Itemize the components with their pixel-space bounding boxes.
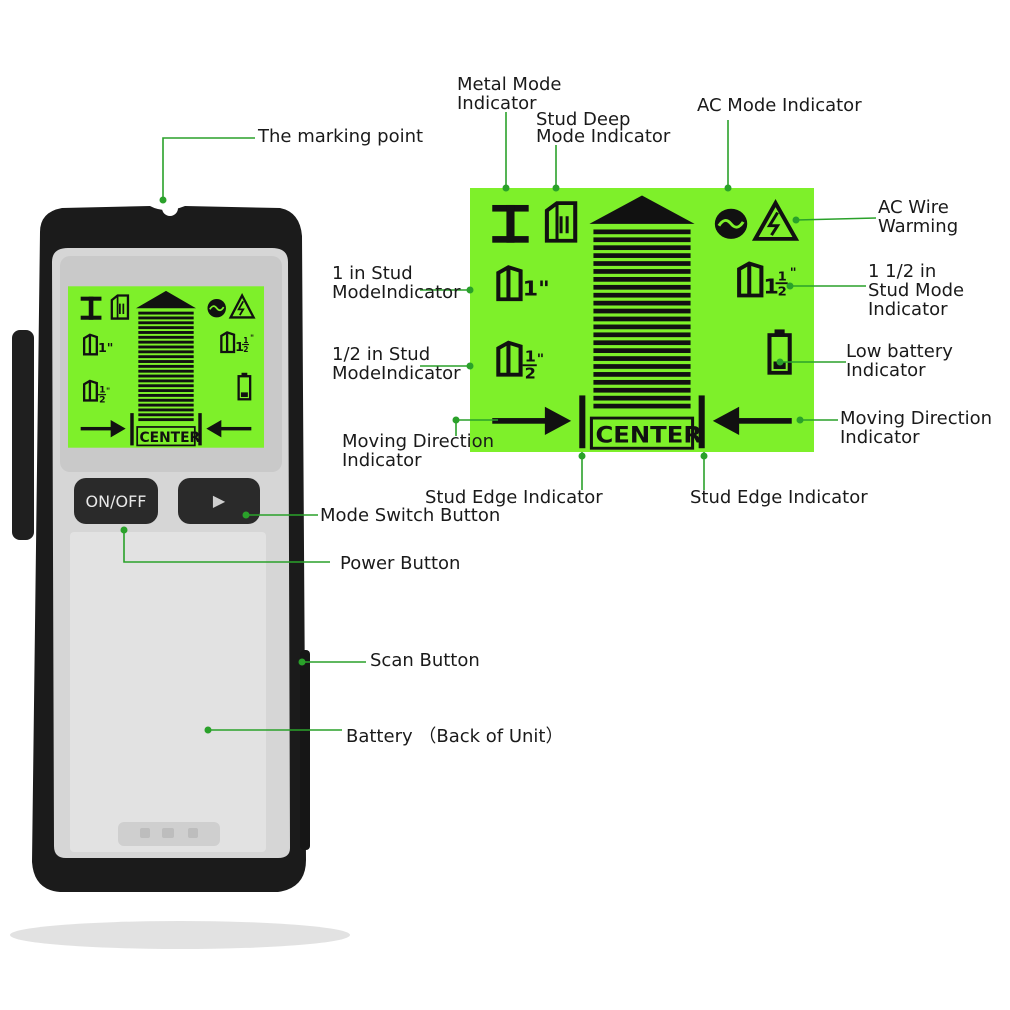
stud-edge-right-bar (698, 395, 705, 449)
latch-dot-3 (188, 828, 198, 838)
arrow-right-icon (80, 420, 126, 438)
one-half-numerator: 1 (243, 336, 248, 345)
label-stud-half: 1/2 in Stud ModeIndicator (332, 344, 461, 384)
label-stud-edge-left: Stud Edge Indicator (425, 487, 603, 508)
mode-switch-button[interactable]: ▶ (178, 478, 260, 524)
ac-warning-icon (751, 199, 800, 241)
label-ac-mode: AC Mode Indicator (697, 95, 862, 116)
stud-1in-icon (82, 333, 98, 356)
leader-ac-wire (795, 217, 877, 221)
right-grip (300, 650, 310, 850)
metal-mode-icon (80, 296, 102, 320)
half-denominator: 2 (525, 364, 536, 382)
one-half-inch-mark: " (250, 333, 254, 342)
label-moving-direction-left: Moving Direction Indicator (342, 431, 495, 471)
latch-dot-1 (140, 828, 150, 838)
power-button[interactable]: ON/OFF (74, 478, 158, 524)
label-stud-deep: Stud Deep Mode Indicator (536, 109, 671, 147)
stud-half-in-icon (82, 379, 98, 402)
label-scan-button: Scan Button (370, 650, 480, 671)
one-half-whole: 1 (763, 275, 778, 299)
label-mode-switch: Mode Switch Button (320, 505, 501, 526)
half-numerator: 1 (525, 347, 536, 365)
half-numerator: 1 (99, 384, 105, 395)
label-marking-point: The marking point (258, 126, 424, 147)
one-half-numerator: 1 (778, 269, 787, 283)
half-inch-mark: " (106, 387, 110, 396)
half-inch-mark: " (537, 352, 544, 367)
half-denominator: 2 (99, 395, 105, 406)
label-low-battery: Low battery Indicator (846, 341, 953, 381)
stud-edge-left-bar (130, 413, 134, 446)
center-label: CENTER (595, 421, 702, 448)
label-battery: Battery （Back of Unit） (346, 726, 564, 747)
left-grip (12, 330, 34, 540)
stud-1in-value: 1" (98, 340, 113, 355)
stud-deep-mode-icon (544, 201, 578, 243)
stud-deep-mode-icon (110, 294, 130, 320)
stud-1in-value: 1" (523, 277, 550, 301)
ac-warning-icon (228, 293, 256, 319)
mode-button-shape (178, 478, 260, 524)
stud-1in-icon (496, 265, 523, 302)
lcd-display: 1"12"112"CENTER (470, 188, 814, 452)
power-button-shape (74, 478, 158, 524)
label-metal-mode: Metal Mode Indicator (457, 74, 562, 114)
device-shadow (10, 921, 350, 949)
power-button-label: ON/OFF (85, 491, 147, 511)
battery-icon (237, 372, 252, 401)
one-half-whole: 1 (235, 339, 244, 354)
leader-power-button (123, 530, 330, 563)
ac-wave-icon (207, 298, 226, 318)
metal-mode-icon (492, 204, 529, 243)
one-half-denominator: 2 (243, 345, 248, 354)
play-icon: ▶ (212, 493, 226, 510)
bar-graph-icon (589, 195, 695, 409)
leader-marking-point (162, 137, 255, 200)
stud-1-half-in-icon (220, 331, 236, 354)
label-moving-direction-right: Moving Direction Indicator (840, 408, 993, 448)
latch-dot-2 (162, 828, 174, 838)
battery-cover (70, 532, 266, 852)
bar-graph-icon (136, 290, 196, 422)
stud-edge-right-bar (198, 413, 202, 446)
one-half-inch-mark: " (790, 265, 797, 279)
stud-1-half-in-icon (737, 261, 764, 298)
marking-notch (162, 200, 178, 216)
stud-edge-left-bar (579, 395, 586, 449)
label-ac-wire: AC Wire Warming (878, 197, 959, 237)
label-stud-1-half: 1 1/2 in Stud Mode Indicator (868, 261, 965, 320)
one-half-denominator: 2 (778, 284, 787, 298)
arrow-left-icon (206, 420, 252, 438)
label-stud-edge-right: Stud Edge Indicator (690, 487, 868, 508)
center-label: CENTER (139, 430, 200, 446)
arrow-left-icon (712, 406, 792, 436)
arrow-right-icon (492, 406, 572, 436)
label-stud-1in: 1 in Stud ModeIndicator (332, 263, 461, 303)
stud-half-in-icon (496, 340, 523, 377)
ac-wave-icon (714, 208, 748, 239)
label-power-button: Power Button (340, 553, 461, 574)
